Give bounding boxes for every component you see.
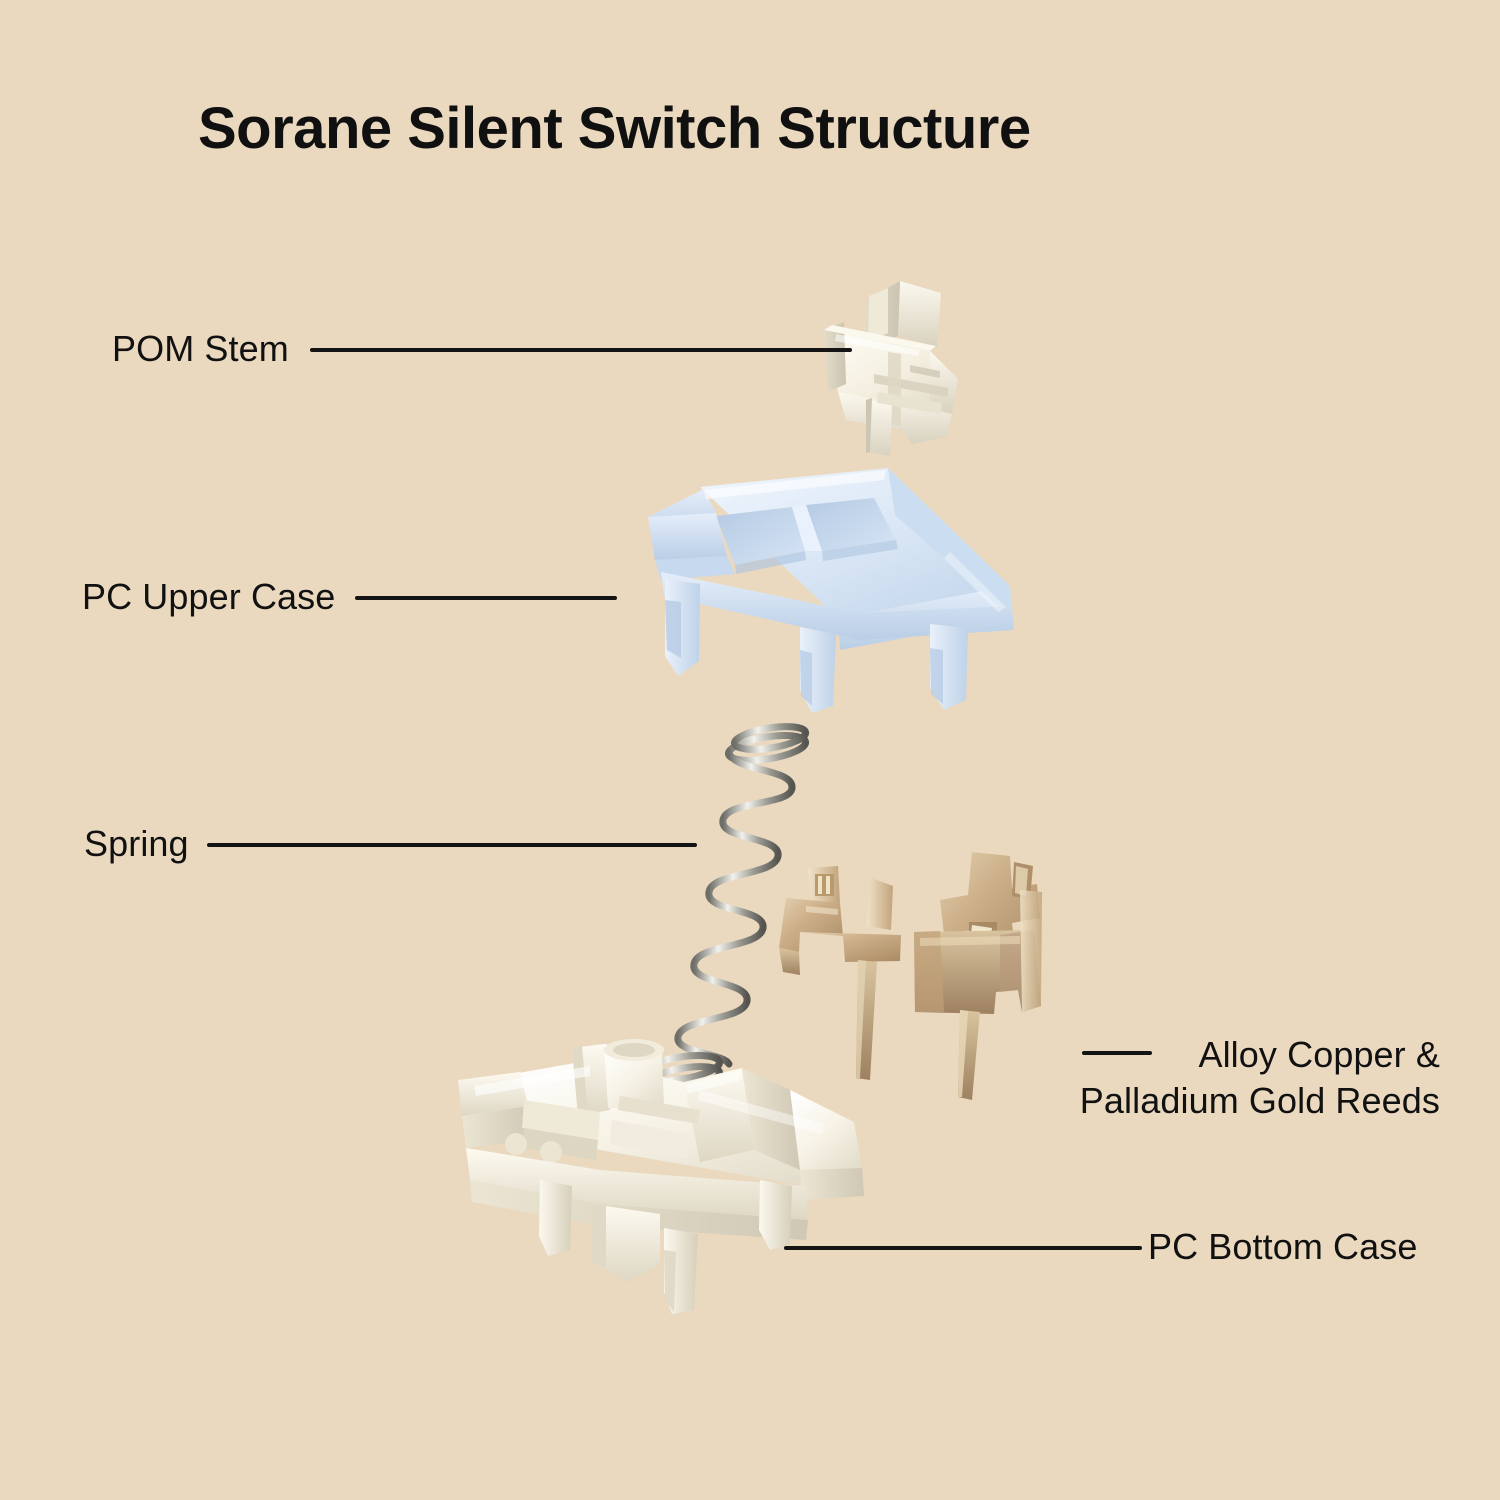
callout-label-pom-stem: POM Stem (112, 328, 289, 369)
callout-label-pc-bottom-case: PC Bottom Case (1148, 1226, 1418, 1267)
page-title: Sorane Silent Switch Structure (198, 96, 1031, 161)
part-spring (638, 723, 810, 1093)
leader-line-pom-stem (310, 348, 852, 352)
callout-label-alloy-copper-reeds-line1: Alloy Copper & (1198, 1034, 1440, 1075)
callout-label-alloy-copper-reeds-line2: Palladium Gold Reeds (1079, 1080, 1440, 1122)
leader-line-pc-upper-case (355, 596, 617, 600)
leader-line-alloy-copper-reeds (1082, 1051, 1152, 1055)
callout-label-pc-upper-case: PC Upper Case (82, 576, 336, 617)
part-pc-bottom-case (458, 1039, 864, 1314)
callout-label-alloy-copper-reeds: Alloy Copper & Palladium Gold Reeds (1055, 1032, 1440, 1124)
callout-label-spring: Spring (84, 823, 189, 864)
leader-line-pc-bottom-case (784, 1246, 1142, 1250)
part-pc-upper-case (648, 468, 1014, 713)
part-alloy-copper-palladium-gold-reeds (779, 852, 1042, 1100)
part-pom-stem (824, 281, 958, 456)
leader-line-spring (207, 843, 697, 847)
